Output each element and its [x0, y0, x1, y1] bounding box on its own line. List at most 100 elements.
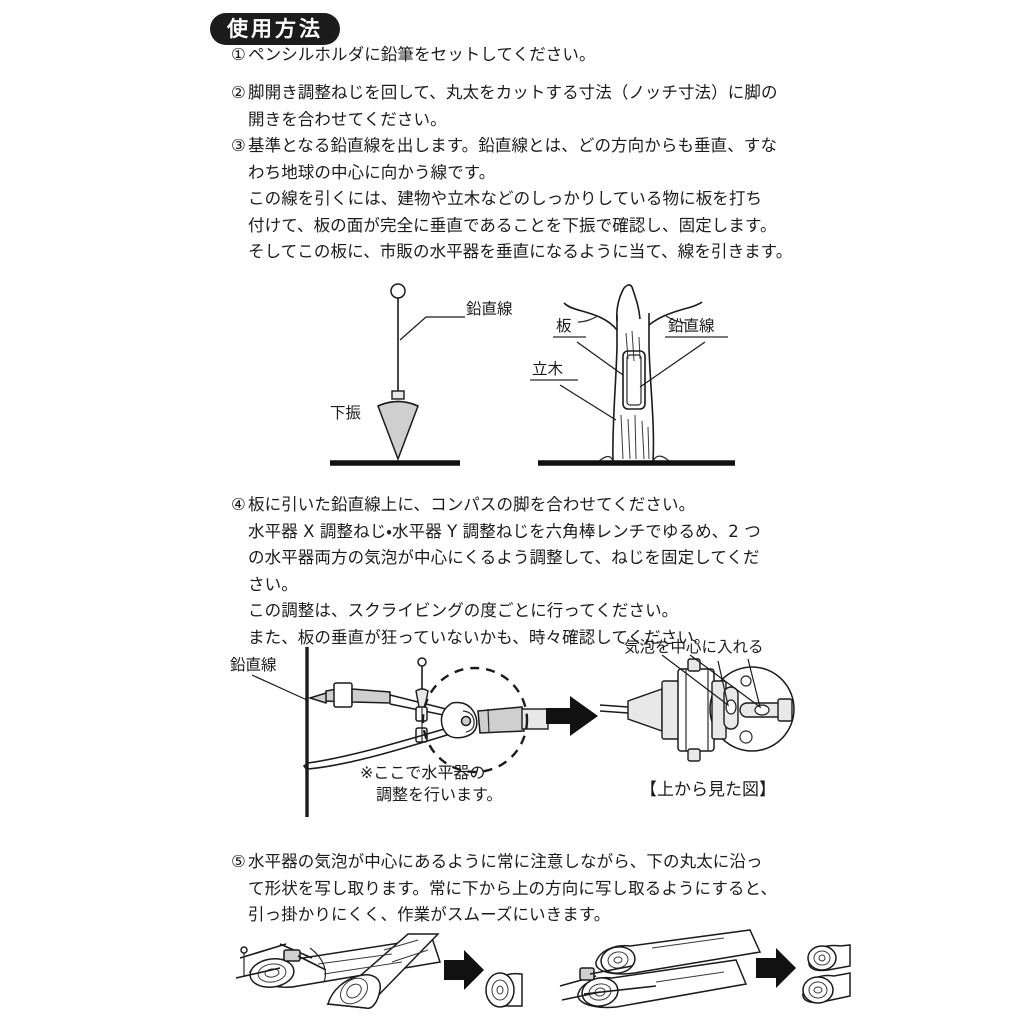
branch-right-upper [648, 301, 703, 326]
bark-line [641, 420, 645, 460]
board-leader [576, 341, 624, 376]
note-line-1: ※ここで水平器の [360, 763, 486, 782]
board-inner [626, 354, 642, 406]
result-front-ring [813, 986, 823, 994]
figure-tree-board: 板 鉛直線 立木 [520, 275, 775, 475]
bark-line [631, 330, 635, 362]
step-line: この調整は、スクライビングの度ごとに行ってください。 [248, 601, 679, 620]
step-line: の水平器両方の気泡が中心にくるよう調整して、ねじを固定してくだ [248, 548, 760, 567]
bubble-leader-left [661, 654, 729, 707]
step-marker: ① [231, 45, 246, 64]
lower-log-ring [264, 968, 280, 978]
bark-line [625, 332, 629, 360]
lower-arm-lower-edge [307, 730, 461, 770]
right-arrow-icon [444, 950, 484, 990]
step-line: て形状を写し取ります。常に下から上の方向に写し取るようにすると、 [248, 878, 778, 898]
level-top-view-drawing [599, 654, 795, 762]
step-line: この線を引くには、建物や立木などのしっかりしている物に板を打ち [248, 189, 763, 208]
trunk-left-edge [612, 315, 618, 462]
grain-line [651, 937, 725, 949]
taper-body [627, 688, 663, 732]
result-log-end-face [485, 972, 515, 1008]
label-bubble-center: 気泡を中心に入れる [624, 638, 764, 656]
housing-boss-top [687, 658, 701, 672]
step-line: さい。 [248, 574, 298, 594]
figure-scribing-crossed-logs [232, 928, 523, 1014]
scriber-pencil [583, 985, 657, 995]
arrow-to-top-view [544, 694, 604, 750]
upper-log-ring [340, 977, 368, 1005]
result-rear-ring [818, 954, 826, 962]
step-item-4: ④ 板に引いた鉛直線上に、コンパスの脚を合わせてください。 水平器 X 調整ねじ… [231, 492, 831, 651]
step-line: 水平器 X 調整ねじ・水平器 Y 調整ねじを六角棒レンチでゆるめ、2 つ [248, 521, 761, 541]
branch-left-lower [577, 315, 599, 323]
bark-line [647, 426, 650, 460]
pivot-head-outline [440, 701, 478, 739]
result-log-ring [496, 985, 504, 995]
grain-line [383, 939, 419, 951]
step-item-2: ② 脚開き調整ねじを回して、丸太をカットする寸法（ノッチ寸法）に脚の 開きを合わ… [231, 80, 831, 133]
pencil-holder-clamp [333, 682, 353, 708]
bark-line [634, 414, 637, 460]
scriber-knob [240, 946, 248, 954]
step-item-3: ③ 基準となる鉛直線を出します。鉛直線とは、どの方向からも垂直、すな わち地球の… [231, 133, 831, 266]
housing-boss-bottom [687, 748, 701, 762]
bubble-leader-right [689, 654, 761, 709]
plate-screw-bottom [739, 730, 753, 744]
step-line: わち地球の中心に向かう線です。 [248, 162, 496, 182]
upper-arm-shaft [351, 688, 391, 704]
standing-tree-leader [559, 384, 617, 421]
figure-level-top-view: 気泡を中心に入れる 【上から見た図】 [599, 638, 835, 820]
step-text: ペンシルホルダに鉛筆をセットしてください。 [248, 42, 831, 69]
label-plumb-bob: 下振 [330, 404, 362, 422]
scriber-leg-lower [235, 967, 281, 979]
branch-left-upper [563, 302, 618, 331]
rear-log-ring [613, 956, 623, 964]
figure-plumb-bob: 鉛直線 下振 [330, 275, 550, 475]
result-front-ring [808, 981, 828, 999]
grain-line [317, 953, 393, 965]
step-line: 水平器の気泡が中心にあるように常に注意しながら、下の丸太に沿っ [248, 852, 763, 871]
plate-lug-right [777, 698, 793, 722]
grain-line [655, 971, 725, 983]
leg-upper [599, 704, 629, 708]
bubble-y [725, 699, 737, 715]
scriber-leg-upper [239, 943, 287, 959]
hex-wrench-facet [487, 708, 490, 734]
notch-scribe-mark [309, 947, 327, 983]
step-line: 引っ掛かりにくく、作業がスムーズにいきます。 [248, 905, 611, 924]
lower-leg-tip [302, 762, 309, 772]
plumb-cap [391, 390, 405, 400]
step-text: 脚開き調整ねじを回して、丸太をカットする寸法（ノッチ寸法）に脚の 開きを合わせて… [248, 80, 831, 133]
plumb-bob-body [377, 400, 419, 462]
result-rear-end-face [807, 945, 837, 971]
plate-screw-top [740, 675, 752, 687]
crossed-logs-drawing [235, 933, 523, 1010]
hex-wrench-body [477, 706, 525, 734]
branch-center-left [616, 287, 625, 322]
plumb-bob-shoulder [377, 400, 419, 407]
step-line: 板に引いた鉛直線上に、コンパスの脚を合わせてください。 [248, 495, 696, 514]
branch-crown-link [623, 284, 633, 289]
tree-drawing [530, 284, 735, 466]
step-item-1: ① ペンシルホルダに鉛筆をセットしてください。 [231, 42, 831, 69]
step-line: ペンシルホルダに鉛筆をセットしてください。 [248, 45, 596, 64]
parallel-logs-drawing [559, 929, 851, 1009]
note-line-2: 調整を行います。 [360, 785, 503, 804]
step-text: 水平器の気泡が中心にあるように常に注意しながら、下の丸太に沿っ て形状を写し取り… [248, 849, 831, 929]
caption-top-view: 【上から見た図】 [640, 780, 776, 800]
label-plumb-line: 鉛直線 [466, 300, 513, 318]
branch-center-right [631, 286, 641, 320]
label-plumb-line: 鉛直線 [230, 656, 277, 674]
step-text: 基準となる鉛直線を出します。鉛直線とは、どの方向からも垂直、すな わち地球の中心… [248, 133, 831, 266]
pivot-head-inner [462, 710, 475, 733]
board-outline [622, 350, 646, 410]
branch-right-lower [665, 315, 687, 324]
bubble-x [754, 704, 770, 716]
step-line: 開きを合わせてください。 [248, 109, 447, 129]
trunk-right-edge [648, 313, 655, 462]
scriber-pencil [297, 955, 327, 971]
label-board: 板 [556, 317, 572, 335]
plumb-ring-icon [390, 283, 406, 299]
